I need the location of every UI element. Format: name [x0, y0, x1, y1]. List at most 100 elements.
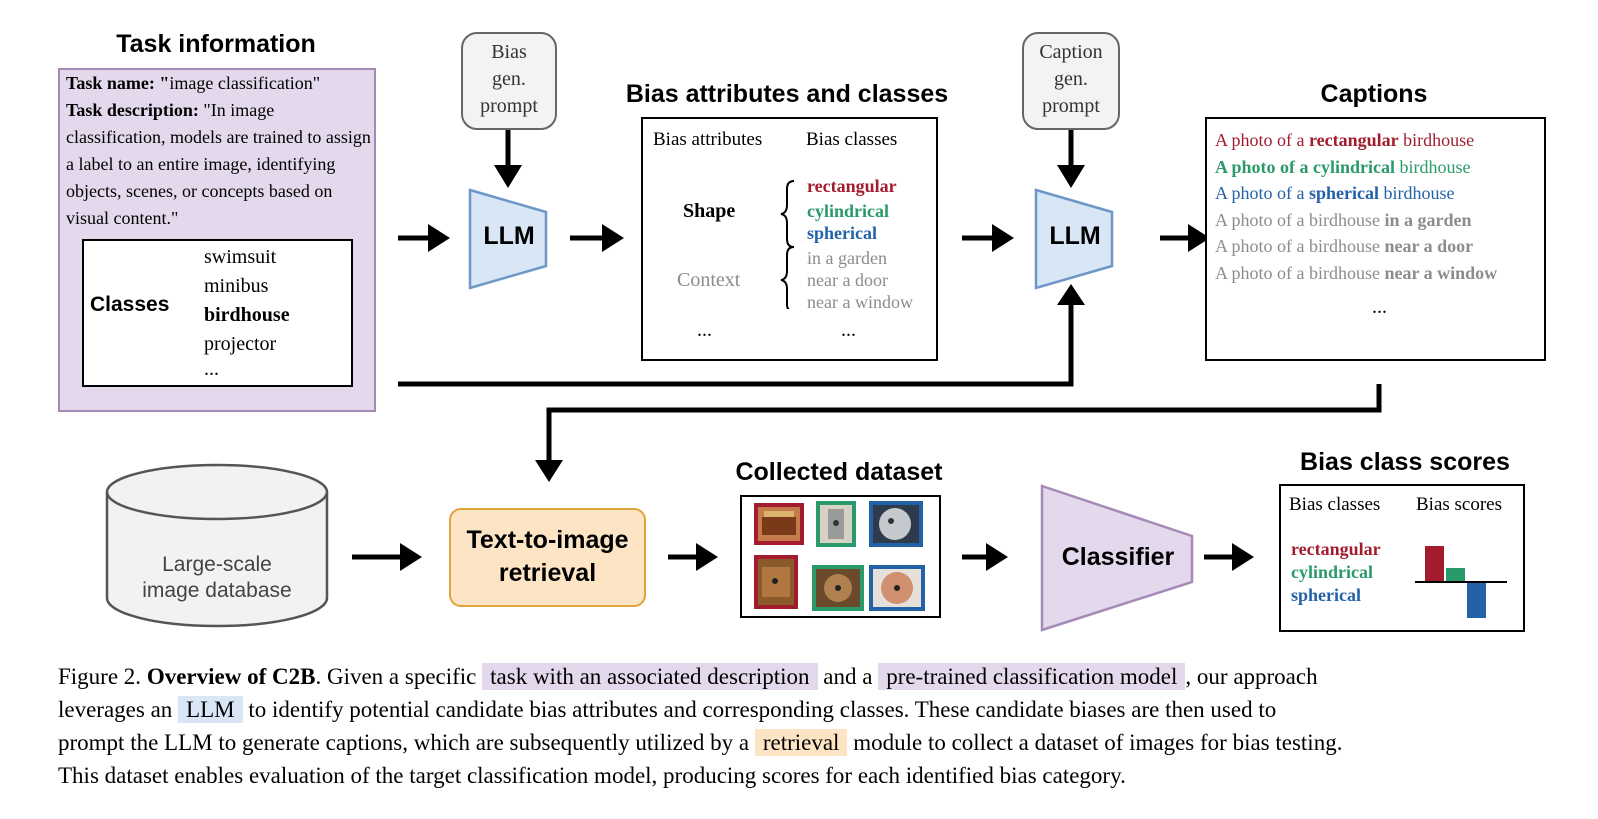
caption-line: A photo of a cylindrical birdhouse — [1215, 154, 1544, 181]
classifier-label: Classifier — [1061, 543, 1175, 571]
caption-line: A photo of a spherical birdhouse — [1215, 180, 1544, 207]
caption-text: This dataset enables evaluation of the t… — [58, 763, 1126, 788]
classes-box: Classes swimsuit minibus birdhouse proje… — [82, 239, 353, 387]
shape-class-item: spherical — [807, 223, 877, 243]
llm-label-1: LLM — [483, 222, 535, 250]
class-item: swimsuit — [204, 246, 277, 268]
caption-highlight-model: pre-trained classification model — [878, 663, 1186, 690]
bias-attributes-box: Bias attributes Bias classes Shape Conte… — [641, 117, 938, 361]
context-classes: in a garden near a door near a window — [807, 247, 913, 313]
caption-text: A photo of a birdhouse — [1215, 262, 1385, 283]
scores-class-header: Bias classes — [1289, 494, 1381, 515]
classifier-block — [1040, 484, 1194, 632]
caption-text: A photo of a birdhouse — [1215, 236, 1385, 256]
caption-row: leverages an LLM to identify potential c… — [58, 693, 1548, 726]
class-item: projector — [204, 333, 277, 355]
caption-bold: spherical — [1309, 183, 1379, 203]
caption-text: to identify potential candidate bias att… — [248, 697, 1277, 722]
prompt-line: Bias — [491, 41, 527, 63]
bias-attr-col-header: Bias attributes — [653, 129, 763, 150]
scores-class-list: rectangular cylindrical spherical — [1291, 538, 1381, 607]
score-class-item: cylindrical — [1291, 562, 1373, 582]
collected-dataset-box — [740, 495, 941, 618]
caption-line: A photo of a rectangular birdhouse — [1215, 127, 1544, 154]
caption-text: . Given a specific — [315, 664, 477, 689]
bias-scores-box: Bias classes Bias scores rectangular cyl… — [1279, 484, 1525, 632]
caption-bold: rectangular — [1309, 130, 1399, 150]
context-class-item: in a garden — [807, 248, 887, 268]
task-info-title: Task information — [116, 30, 316, 58]
score-bar-cylindrical — [1446, 568, 1465, 582]
database-cylinder-icon — [105, 463, 329, 628]
task-name-label: Task name: " — [66, 73, 170, 93]
context-attribute: Context — [677, 269, 741, 291]
caption-text: and a — [823, 664, 873, 689]
shape-class-item: rectangular — [807, 176, 897, 196]
classes-label: Classes — [90, 293, 170, 316]
figure-number: Figure 2. — [58, 664, 142, 689]
arrow-task-to-llm2 — [398, 305, 1074, 387]
class-item: minibus — [204, 275, 269, 297]
prompt-line: Caption — [1039, 41, 1103, 63]
database-label-line: image database — [142, 579, 292, 602]
caption-line: A photo of a birdhouse near a window — [1215, 260, 1544, 287]
scores-value-header: Bias scores — [1416, 494, 1503, 515]
caption-text: birdhouse — [1379, 183, 1455, 203]
caption-highlight-task: task with an associated description — [482, 663, 818, 690]
figure-caption: Figure 2. Overview of C2B. Given a speci… — [58, 660, 1548, 792]
collected-dataset-title: Collected dataset — [735, 458, 943, 486]
prompt-line: prompt — [1042, 95, 1100, 117]
caption-line: A photo of a birdhouse near a door — [1215, 233, 1544, 260]
prompt-line: gen. — [1054, 68, 1088, 90]
class-item: ... — [204, 358, 219, 380]
caption-gen-prompt: Caption gen. prompt — [1022, 32, 1120, 130]
caption-line: A photo of a birdhouse in a garden — [1215, 207, 1544, 234]
caption-text: A photo of a birdhouse — [1215, 209, 1385, 230]
prompt-line: prompt — [480, 95, 538, 117]
caption-text: A photo of a — [1215, 130, 1309, 150]
arrow-captions-to-retrieval — [546, 384, 1382, 463]
brace-icons — [780, 180, 795, 309]
captions-title: Captions — [1320, 80, 1428, 108]
bias-scores-title: Bias class scores — [1300, 448, 1510, 476]
llm-block-2 — [1034, 188, 1114, 290]
caption-text: , our approach — [1185, 664, 1318, 689]
caption-bold: near a door — [1384, 236, 1474, 256]
bias-scores-bar-chart — [1415, 546, 1507, 618]
attr-ellipsis: ... — [697, 319, 712, 341]
shape-classes: rectangular cylindrical spherical — [807, 175, 897, 244]
database-label: Large-scale image database — [104, 552, 330, 604]
shape-class-item: cylindrical — [807, 201, 889, 221]
score-bar-spherical — [1467, 582, 1486, 618]
task-description: Task description: "In image classificati… — [66, 97, 372, 232]
caption-text: birdhouse — [1398, 130, 1475, 150]
score-class-item: spherical — [1291, 585, 1361, 605]
bias-gen-prompt: Bias gen. prompt — [461, 32, 557, 130]
caption-text: prompt the LLM to generate captions, whi… — [58, 730, 750, 755]
class-ellipsis: ... — [841, 319, 856, 341]
captions-box: A photo of a rectangular birdhouse A pho… — [1205, 117, 1546, 361]
shape-attribute: Shape — [683, 200, 736, 222]
task-desc-value: "In image classification, models are tra… — [66, 100, 371, 228]
caption-text: A photo of a — [1215, 156, 1314, 177]
caption-row: prompt the LLM to generate captions, whi… — [58, 726, 1548, 759]
class-item: birdhouse — [204, 304, 290, 326]
task-name: Task name: "image classification" — [66, 70, 368, 97]
task-name-value: image classification" — [169, 73, 321, 93]
task-desc-label: Task description: — [66, 100, 199, 120]
figure-title: Overview of C2B — [146, 664, 316, 689]
caption-highlight-llm: LLM — [178, 696, 243, 723]
bias-class-col-header: Bias classes — [806, 129, 898, 150]
caption-bold: in a garden — [1384, 209, 1472, 230]
classes-list: swimsuit minibus birdhouse projector ... — [204, 243, 290, 379]
bias-attributes-title: Bias attributes and classes — [625, 80, 949, 108]
llm-label-2: LLM — [1049, 222, 1101, 250]
retrieval-label-line: retrieval — [498, 559, 597, 587]
caption-bold: near a window — [1384, 262, 1498, 283]
context-class-item: near a window — [807, 292, 913, 312]
caption-highlight-retrieval: retrieval — [754, 729, 848, 756]
caption-bold: cylindrical — [1313, 156, 1396, 177]
text-to-image-retrieval-block: Text-to-image retrieval — [449, 508, 646, 607]
retrieval-label-line: Text-to-image — [466, 526, 629, 554]
dataset-images — [754, 501, 925, 611]
